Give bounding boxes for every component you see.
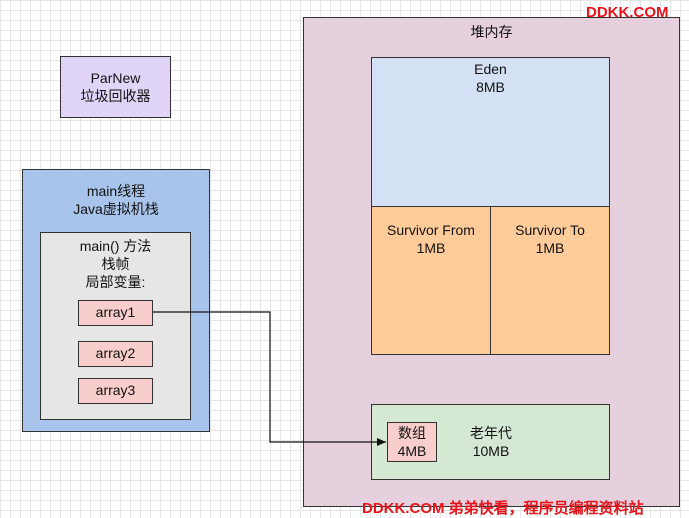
old-gen-name: 老年代: [470, 425, 512, 441]
local-var-array3: array3: [78, 378, 153, 404]
old-gen-size: 10MB: [472, 443, 510, 459]
watermark-top: DDKK.COM: [586, 4, 669, 21]
survivor-to-name: Survivor To: [515, 222, 585, 238]
thread-sublabel: Java虚拟机栈: [73, 201, 159, 217]
frame-method-label: main() 方法: [79, 238, 152, 254]
frame-locals-label: 局部变量:: [85, 274, 146, 290]
eden-name: Eden: [474, 61, 507, 77]
parnew-label: ParNew: [90, 70, 141, 86]
eden-region: Eden 8MB: [371, 57, 610, 207]
heap-title: 堆内存: [470, 24, 513, 40]
survivor-to-region: Survivor To 1MB: [490, 206, 610, 355]
eden-size: 8MB: [476, 79, 505, 95]
local-var-array2: array2: [78, 341, 153, 367]
array-object-size: 4MB: [397, 443, 427, 459]
survivor-to-size: 1MB: [535, 240, 565, 256]
frame-label: 栈帧: [101, 256, 130, 272]
local-var-array1: array1: [78, 300, 153, 326]
thread-label: main线程: [86, 183, 146, 199]
parnew-sublabel: 垃圾回收器: [80, 88, 151, 104]
parnew-collector-box: ParNew 垃圾回收器: [60, 56, 171, 118]
survivor-from-size: 1MB: [416, 240, 446, 256]
survivor-from-region: Survivor From 1MB: [371, 206, 491, 355]
survivor-from-name: Survivor From: [387, 222, 475, 238]
old-generation-label: 老年代 10MB: [441, 424, 541, 460]
array-object-in-old-gen: 数组 4MB: [387, 422, 437, 462]
watermark-bottom: DDKK.COM 弟弟快看，程序员编程资料站: [362, 500, 644, 517]
array-object-name: 数组: [398, 425, 426, 441]
